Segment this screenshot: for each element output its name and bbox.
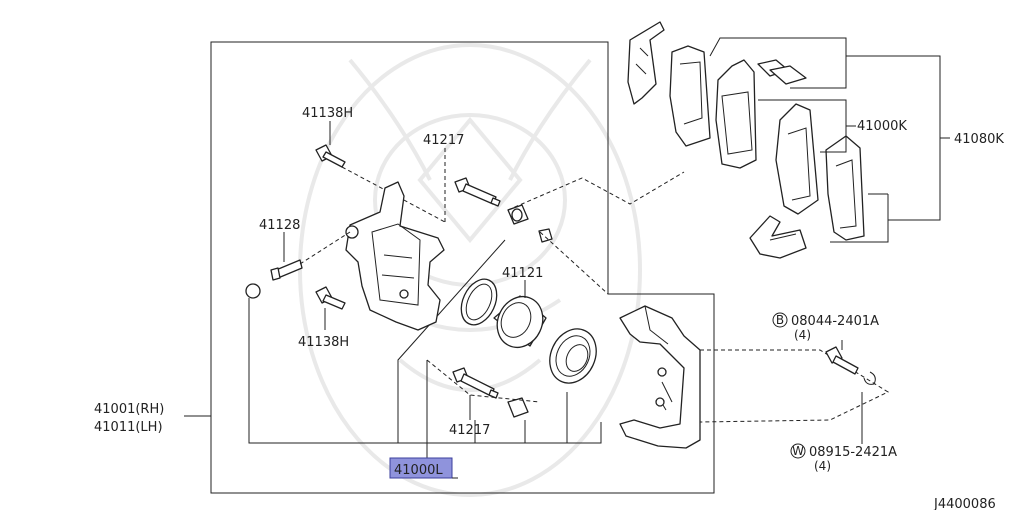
boot-upper-part bbox=[507, 204, 553, 243]
washer-callout[interactable]: W 08915-2421A (4) bbox=[790, 443, 897, 473]
label-bolt-part: 08044-2401A bbox=[791, 314, 879, 329]
torque-member-part bbox=[619, 305, 701, 449]
pin-lower-part bbox=[426, 359, 541, 418]
label-bolt-qty: (4) bbox=[794, 328, 811, 342]
pad-shim-outer-part bbox=[627, 21, 711, 147]
label-caliper-lh[interactable]: 41011(LH) bbox=[94, 420, 163, 435]
label-washer-qty: (4) bbox=[814, 459, 831, 473]
label-hardware-kit[interactable]: 41080K bbox=[954, 132, 1004, 147]
piston-seal-part bbox=[460, 278, 498, 326]
label-assembly[interactable]: 41000L bbox=[394, 463, 443, 478]
label-pin-upper[interactable]: 41217 bbox=[423, 133, 464, 148]
boot-leader bbox=[539, 231, 609, 295]
washer-marker-letter: W bbox=[792, 444, 804, 458]
diagram-code: J4400086 bbox=[933, 497, 996, 510]
bolt-washer-leader bbox=[699, 349, 890, 423]
kit-bracket-lines bbox=[709, 37, 950, 243]
piston-part bbox=[493, 295, 547, 348]
label-bolt-lower[interactable]: 41138H bbox=[298, 335, 349, 350]
label-washer-part: 08915-2421A bbox=[809, 445, 897, 460]
mount-bolt-part bbox=[825, 346, 859, 375]
bolt-lower-part bbox=[315, 286, 346, 310]
pad-outer-part bbox=[775, 103, 865, 241]
bolt-callout[interactable]: B 08044-2401A (4) bbox=[772, 312, 879, 342]
caliper-body-part bbox=[345, 181, 445, 331]
pad-clip-part bbox=[749, 215, 807, 259]
pad-inner-part bbox=[715, 59, 807, 169]
bleeder-part bbox=[245, 231, 351, 299]
bolt-marker-circle bbox=[772, 312, 788, 328]
pin-upper-part bbox=[454, 177, 501, 207]
lock-washer-part bbox=[863, 371, 876, 385]
label-bolt-upper[interactable]: 41138H bbox=[302, 106, 353, 121]
pad-leader bbox=[507, 171, 685, 211]
label-caliper-rh[interactable]: 41001(RH) bbox=[94, 402, 164, 417]
assembly-frame bbox=[210, 41, 715, 494]
washer-marker-circle bbox=[790, 443, 806, 459]
label-pin-lower[interactable]: 41217 bbox=[449, 423, 490, 438]
piston-boot-part bbox=[549, 328, 597, 384]
label-bleeder[interactable]: 41128 bbox=[259, 218, 300, 233]
label-pad-kit[interactable]: 41000K bbox=[857, 119, 907, 134]
caliper-bracket-lines bbox=[184, 239, 602, 458]
bolt-marker-letter: B bbox=[776, 313, 784, 327]
label-piston[interactable]: 41121 bbox=[502, 266, 543, 281]
assembly-highlight[interactable] bbox=[389, 457, 453, 479]
